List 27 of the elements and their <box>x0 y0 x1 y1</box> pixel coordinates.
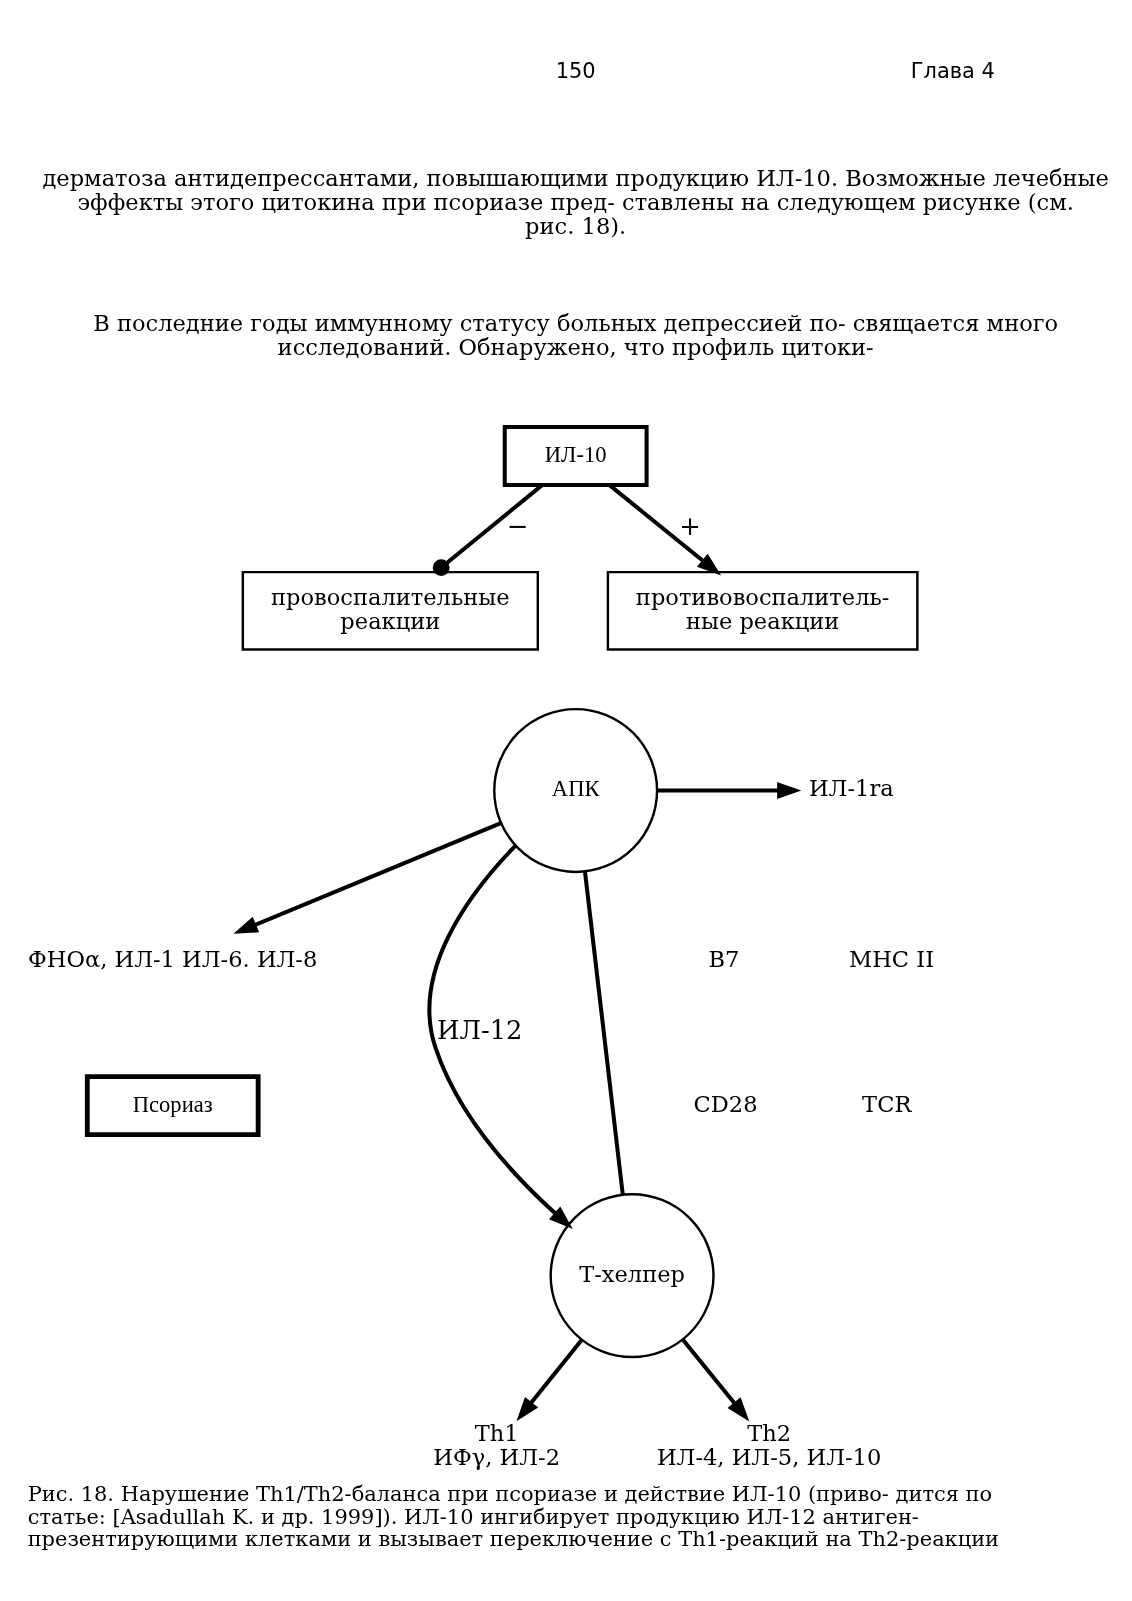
label: 150 <box>555 58 596 83</box>
arrow <box>516 1338 584 1421</box>
node-text: Th2 ИЛ-4, ИЛ-5, ИЛ-10 <box>656 1419 882 1470</box>
node-text: ИЛ-1ra <box>808 774 894 801</box>
node-box: провоспалительные реакции <box>241 570 539 651</box>
node-circle: АПК <box>493 707 659 873</box>
node-text: ФНОα, ИЛ-1 ИЛ-6. ИЛ-8 <box>28 945 318 972</box>
label: Глава 4 <box>910 58 995 83</box>
node-box: противовоспалитель- ные реакции <box>606 570 919 651</box>
connector <box>583 871 625 1195</box>
node-box: Псориаз <box>84 1073 261 1137</box>
label: CD28 <box>693 1090 758 1117</box>
edge-label: + <box>679 510 701 541</box>
node-text: Th1 ИФγ, ИЛ-2 <box>433 1419 561 1470</box>
edge-label: ИЛ-12 <box>437 1014 523 1045</box>
caption: Рис. 18. Нарушение Th1/Th2-баланса при псориазе и действие ИЛ-10 (приво- дится по статье: [Asadullah K. и др. 1999]). ИЛ-10 ингибирует продукцию ИЛ-12 антиген-презентирующими клетками и вызывает переключение с Th1-реакций на Th2-реакции <box>27 1481 1000 1551</box>
label: TCR <box>862 1090 912 1117</box>
arrow <box>681 1337 750 1421</box>
edge-label: − <box>506 510 529 541</box>
label: B7 <box>708 945 740 972</box>
label: дерматоза антидепрессантами, повышающими продукцию ИЛ-10. Возможные лечебные эффекты этого цитокина при псориазе пред- ставлены на следующем рисунке (см. рис. 18). <box>42 164 1109 239</box>
label: MHC II <box>849 945 935 972</box>
node-box: ИЛ-10 <box>502 424 649 487</box>
label: В последние годы иммунному статусу больных депрессией по- свящается много исследований. Обнаружено, что профиль цитоки- <box>93 309 1059 360</box>
arrow <box>427 843 573 1229</box>
arrow <box>233 820 502 934</box>
arrow <box>657 781 802 799</box>
